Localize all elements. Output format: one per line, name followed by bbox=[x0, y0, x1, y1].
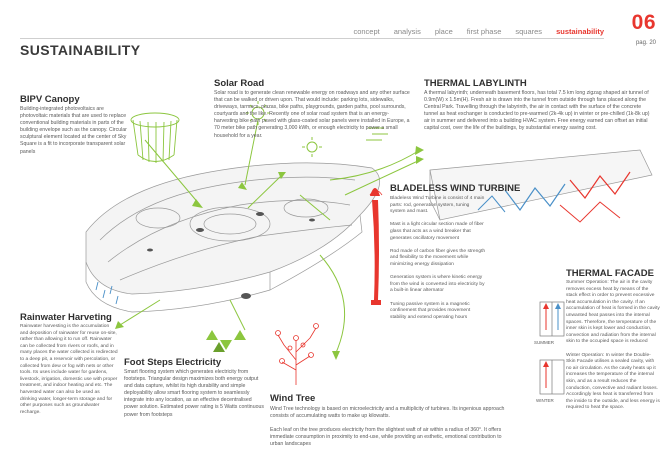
thermal-facade-summer bbox=[539, 301, 565, 337]
green-connectors bbox=[119, 119, 421, 356]
bladeless-turbine-illustration bbox=[369, 188, 383, 305]
bipv-text: Building-integrated photovoltaics are ph… bbox=[20, 106, 127, 155]
top-nav: concept analysis place first phase squar… bbox=[353, 27, 604, 36]
rain-drops-illustration bbox=[95, 281, 119, 305]
page-title: SUSTAINABILITY bbox=[20, 42, 141, 58]
wind-turbine-title: BLADELESS WIND TURBINE bbox=[390, 183, 521, 194]
plaza-illustration bbox=[85, 162, 381, 313]
wind-tree-illustration bbox=[275, 323, 319, 385]
wind-tree-title: Wind Tree bbox=[270, 393, 316, 404]
bipv-canopy-illustration bbox=[130, 112, 180, 163]
winter-label: WINTER bbox=[536, 398, 554, 403]
thermal-facade-title: THERMAL FACADE bbox=[566, 268, 654, 279]
nav-item-analysis[interactable]: analysis bbox=[393, 27, 421, 36]
thermal-labyrinth-title: THERMAL LABYLINTH bbox=[424, 78, 527, 89]
wind-tree-text: Wind Tree technology is based on microel… bbox=[270, 406, 505, 448]
footsteps-illustration bbox=[206, 330, 246, 352]
thermal-facade-winter-arrows bbox=[543, 361, 549, 367]
solar-road-title: Solar Road bbox=[214, 78, 265, 89]
solar-road-text: Solar road is to generate clean renewabl… bbox=[214, 90, 410, 139]
nav-item-first-phase[interactable]: first phase bbox=[466, 27, 502, 36]
header-divider bbox=[20, 38, 604, 39]
rainwater-title: Rainwater Harveting bbox=[20, 312, 112, 323]
nav-item-place[interactable]: place bbox=[434, 27, 453, 36]
nav-item-sustainability[interactable]: sustainability bbox=[556, 27, 604, 36]
green-arrow-heads bbox=[115, 146, 424, 360]
thermal-facade-summer-arrows bbox=[543, 303, 561, 309]
summer-label: SUMMER bbox=[534, 340, 554, 345]
page-number: 06 bbox=[631, 11, 656, 34]
wind-turbine-text: Bladeless Wind Turbine is consist of 4 m… bbox=[390, 196, 486, 320]
nav-item-squares[interactable]: squares bbox=[515, 27, 543, 36]
plaza-dark-details bbox=[147, 212, 315, 299]
bipv-title: BIPV Canopy bbox=[20, 94, 80, 105]
sun-icon-right bbox=[302, 137, 322, 157]
rainwater-text: Rainwater harvesting is the accumulation… bbox=[20, 324, 118, 415]
page-label: pag. 20 bbox=[635, 40, 656, 46]
foot-steps-title: Foot Steps Electricity bbox=[124, 357, 222, 368]
thermal-facade-winter bbox=[539, 359, 565, 395]
nav-item-concept[interactable]: concept bbox=[353, 27, 380, 36]
foot-steps-text: Smart flooring system which generates el… bbox=[124, 369, 264, 418]
thermal-facade-text: Summer Operation: The air in the cavity … bbox=[566, 280, 660, 411]
thermal-labyrinth-text: A thermal labyrinth; underneath basement… bbox=[424, 90, 650, 132]
